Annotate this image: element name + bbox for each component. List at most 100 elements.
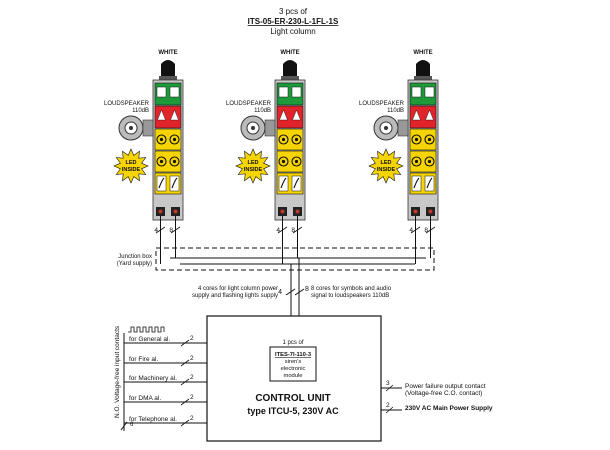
yellow-segment xyxy=(409,150,437,173)
wire-tick xyxy=(277,226,288,234)
telephone-symbol-icon xyxy=(411,175,422,192)
junction-label-1: Junction box xyxy=(118,254,152,260)
input-tick xyxy=(180,419,190,427)
loudspeaker-label: LOUDSPEAKER xyxy=(359,101,405,107)
pulse-waveform-icon xyxy=(128,326,165,333)
cable-left-desc-1: 4 cores for light column power xyxy=(198,286,278,292)
wire-tick xyxy=(292,226,303,234)
input-tick xyxy=(180,378,190,386)
gland-dot xyxy=(428,209,433,214)
gland-dot xyxy=(173,209,178,214)
fire-icon xyxy=(425,109,434,121)
module-line-4: module xyxy=(283,373,302,379)
symbol-ring-icon xyxy=(278,134,289,145)
fire-icon xyxy=(279,109,288,121)
led-label-1: LED xyxy=(381,160,392,166)
loudspeaker-label: LOUDSPEAKER xyxy=(104,101,150,107)
output-tick xyxy=(385,384,394,392)
input-tick xyxy=(180,339,190,347)
control-unit-title: CONTROL UNIT xyxy=(255,393,330,404)
input-label: for General al. xyxy=(129,336,170,343)
symbol-dot-icon xyxy=(294,137,299,142)
telephone-symbol-icon xyxy=(278,175,289,192)
output-tick xyxy=(385,406,394,414)
header-subtitle: Light column xyxy=(270,27,315,36)
telephone-symbol-icon xyxy=(156,175,167,192)
junction-box xyxy=(155,247,435,271)
input-label: for Telephone al. xyxy=(129,416,177,423)
loudspeaker-db: 110dB xyxy=(387,108,404,114)
wire-count-8: 8 xyxy=(424,227,428,234)
input-label: for Fire al. xyxy=(129,356,158,363)
gland-dot xyxy=(295,209,300,214)
telephone-symbol-icon xyxy=(291,175,302,192)
module-model: ITES-7I-110-3 xyxy=(275,352,312,358)
loudspeaker-label: LOUDSPEAKER xyxy=(226,101,272,107)
yellow-segment xyxy=(154,128,182,151)
white-beacon xyxy=(283,60,297,78)
wire-count-4: 4 xyxy=(409,227,413,234)
input-count: 2 xyxy=(190,355,194,362)
loudspeaker-mount xyxy=(264,119,276,137)
symbol-dot-icon xyxy=(159,159,164,164)
handset-icon xyxy=(158,177,165,189)
symbol-ring-icon xyxy=(424,134,435,145)
symbol-dot-icon xyxy=(159,137,164,142)
symbol-ring-icon xyxy=(411,134,422,145)
module-count: 1 pcs of xyxy=(282,340,303,346)
wire-tick xyxy=(155,226,166,234)
symbol-ring-icon xyxy=(156,156,167,167)
fire-icon xyxy=(292,109,301,121)
fire-icon xyxy=(157,109,166,121)
exit-sign-icon xyxy=(278,86,289,98)
wire-tick xyxy=(425,226,436,234)
fire-icon xyxy=(170,109,179,121)
white-label: WHITE xyxy=(158,50,177,56)
loudspeaker-center xyxy=(129,126,133,130)
handset-icon xyxy=(426,177,433,189)
wire-count-4: 4 xyxy=(154,227,158,234)
junction-label-2: (Yard supply) xyxy=(117,261,152,267)
symbol-dot-icon xyxy=(281,159,286,164)
fire-icon xyxy=(412,109,421,121)
output-label-2: (Voltage-free C.O. contact) xyxy=(405,390,482,397)
handset-icon xyxy=(293,177,300,189)
symbol-dot-icon xyxy=(427,137,432,142)
input-count: 2 xyxy=(190,374,194,381)
beacon-base xyxy=(414,76,432,81)
led-starburst-icon xyxy=(368,148,404,184)
telephone-symbol-icon xyxy=(424,175,435,192)
yellow-segment xyxy=(409,128,437,151)
symbol-ring-icon xyxy=(278,156,289,167)
yellow-segment xyxy=(276,128,304,151)
symbol-ring-icon xyxy=(291,156,302,167)
exit-sign-icon xyxy=(424,86,435,98)
input-tick xyxy=(180,359,190,367)
cable-right-desc-2: signal to loudspeakers 110dB xyxy=(311,293,389,299)
output-count: 2 xyxy=(386,402,390,409)
symbol-ring-icon xyxy=(156,134,167,145)
led-label-2: INSIDE xyxy=(377,167,396,173)
led-label-2: INSIDE xyxy=(122,167,141,173)
wire-count-8: 8 xyxy=(169,227,173,234)
cable-right-desc-1: 8 cores for symbols and audio xyxy=(311,286,392,292)
input-count: 2 xyxy=(190,415,194,422)
loudspeaker-mount xyxy=(397,119,409,137)
led-starburst-icon xyxy=(235,148,271,184)
output-label-1: Power failure output contact xyxy=(405,383,486,390)
yellow-segment xyxy=(154,150,182,173)
white-label: WHITE xyxy=(280,50,299,56)
symbol-dot-icon xyxy=(172,137,177,142)
input-label: for DMA al. xyxy=(129,395,161,402)
symbol-dot-icon xyxy=(294,159,299,164)
symbol-dot-icon xyxy=(427,159,432,164)
trunk-count-left: 4 xyxy=(278,289,282,296)
header-model: ITS-05-ER-230-L-1FL-1S xyxy=(248,17,339,26)
module-line-3: electronic xyxy=(281,366,306,372)
input-count: 2 xyxy=(190,335,194,342)
white-label: WHITE xyxy=(413,50,432,56)
